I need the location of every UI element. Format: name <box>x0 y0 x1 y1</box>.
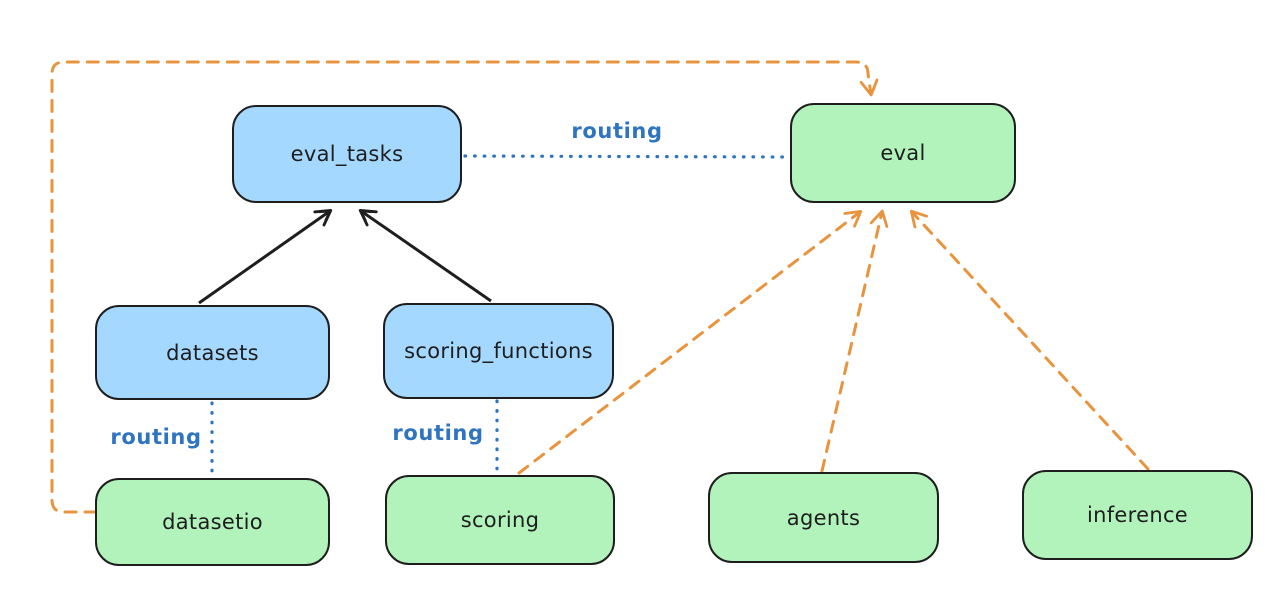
edge-label-routing-datasets-datasetio: routing <box>110 425 202 449</box>
edge-label-routing-scoring-functions-scoring: routing <box>392 421 484 445</box>
edge-agents-to-eval <box>820 209 889 473</box>
node-eval-tasks-label: eval_tasks <box>290 142 404 166</box>
node-scoring-functions: scoring_functions <box>383 303 614 399</box>
node-eval-tasks: eval_tasks <box>232 105 462 203</box>
node-datasetio: datasetio <box>95 478 330 566</box>
node-scoring: scoring <box>385 475 615 565</box>
edge-inference-to-eval <box>909 209 1150 471</box>
node-eval: eval <box>790 103 1016 203</box>
node-datasetio-label: datasetio <box>162 510 263 534</box>
node-agents: agents <box>708 472 939 563</box>
edge-eval-tasks-to-eval-routing <box>463 154 789 159</box>
node-datasets-label: datasets <box>166 340 259 365</box>
node-scoring-label: scoring <box>460 508 540 532</box>
node-eval-label: eval <box>880 141 926 165</box>
edge-label-routing-eval-tasks-eval: routing <box>571 119 663 143</box>
edge-datasetio-to-eval <box>50 60 879 514</box>
edge-scoring-functions-to-eval-tasks <box>358 209 492 303</box>
node-inference-label: inference <box>1086 503 1189 527</box>
edge-datasets-to-eval-tasks <box>198 209 333 305</box>
node-agents-label: agents <box>786 505 861 530</box>
node-datasets: datasets <box>95 305 330 400</box>
edge-scoring-to-eval <box>517 209 863 475</box>
node-scoring-functions-label: scoring_functions <box>404 339 593 363</box>
node-inference: inference <box>1022 470 1253 560</box>
